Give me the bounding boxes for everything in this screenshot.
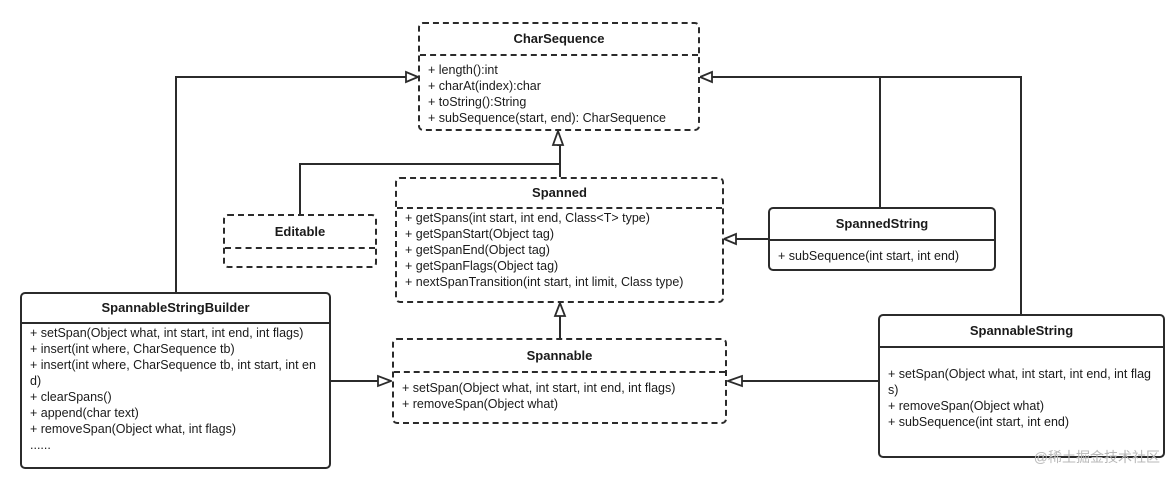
- class-member: + removeSpan(Object what): [402, 397, 558, 411]
- arrowhead-spannable-right: [725, 374, 743, 388]
- class-title: Spannable: [394, 340, 725, 373]
- class-member: + getSpanStart(Object tag): [405, 227, 555, 241]
- class-spannable: Spannable + setSpan(Object what, int sta…: [392, 338, 727, 424]
- class-title: Spanned: [397, 179, 722, 209]
- class-member: ......: [30, 438, 51, 452]
- arrowhead-spannable-left: [377, 374, 394, 388]
- class-member: + length():int: [428, 63, 498, 77]
- class-member: + removeSpan(Object what): [888, 399, 1044, 413]
- spannablestring-to-charsequence-line: [880, 76, 1022, 315]
- class-title: SpannableStringBuilder: [22, 294, 329, 324]
- class-member: + subSequence(start, end): CharSequence: [428, 111, 667, 125]
- class-spannedstring: SpannedString + subSequence(int start, i…: [768, 207, 996, 271]
- member-list: + setSpan(Object what, int start, int en…: [394, 373, 725, 412]
- spanned-to-charsequence-line: [557, 142, 561, 178]
- class-member: + append(char text): [30, 406, 139, 420]
- class-member: + setSpan(Object what, int start, int en…: [888, 367, 1151, 397]
- class-charsequence: CharSequence + length():int + charAt(inde…: [418, 22, 700, 131]
- member-list: + subSequence(int start, int end): [770, 241, 994, 264]
- editable-to-charsequence-line: [299, 163, 559, 215]
- class-member: + subSequence(int start, int end): [778, 249, 960, 263]
- class-member: + charAt(index):char: [428, 79, 541, 93]
- class-member: + insert(int where, CharSequence tb, int…: [30, 358, 316, 388]
- class-member: + toString():String: [428, 95, 527, 109]
- watermark: @稀土掘金技术社区: [1033, 449, 1160, 465]
- class-member: + getSpans(int start, int end, Class<T> …: [405, 211, 650, 225]
- class-spannablestring: SpannableString + setSpan(Object what, i…: [878, 314, 1165, 458]
- arrowhead-charsequence-left: [405, 70, 421, 84]
- member-list: + getSpans(int start, int end, Class<T> …: [397, 209, 722, 290]
- spannedstring-to-charsequence-line: [712, 76, 881, 208]
- class-member: + insert(int where, CharSequence tb): [30, 342, 235, 356]
- arrowhead-charsequence-right: [697, 70, 713, 84]
- class-member: + removeSpan(Object what, int flags): [30, 422, 236, 436]
- builder-to-charsequence-line: [175, 76, 408, 293]
- class-title: CharSequence: [420, 24, 698, 56]
- class-member: + nextSpanTransition(int start, int limi…: [405, 275, 684, 289]
- arrowhead-charsequence-bottom: [551, 128, 565, 146]
- class-member: + setSpan(Object what, int start, int en…: [402, 381, 676, 395]
- arrowhead-spanned-right: [721, 232, 737, 246]
- class-member: + setSpan(Object what, int start, int en…: [30, 326, 304, 340]
- class-member: + getSpanEnd(Object tag): [405, 243, 550, 257]
- arrowhead-spanned-bottom: [553, 300, 567, 317]
- class-title: SpannedString: [770, 209, 994, 241]
- class-editable: Editable: [223, 214, 377, 268]
- class-spanned: Spanned + getSpans(int start, int end, C…: [395, 177, 724, 303]
- member-list: + length():int + charAt(index):char + toSt…: [420, 56, 698, 126]
- member-list: + setSpan(Object what, int start, int en…: [880, 348, 1163, 430]
- class-title: SpannableString: [880, 316, 1163, 348]
- class-member: + clearSpans(): [30, 390, 112, 404]
- class-title: Editable: [225, 216, 375, 249]
- class-member: + getSpanFlags(Object tag): [405, 259, 559, 273]
- member-list: + setSpan(Object what, int start, int en…: [22, 324, 329, 453]
- class-member: + subSequence(int start, int end): [888, 415, 1070, 429]
- class-spannablestringbuilder: SpannableStringBuilder + setSpan(Object …: [20, 292, 331, 469]
